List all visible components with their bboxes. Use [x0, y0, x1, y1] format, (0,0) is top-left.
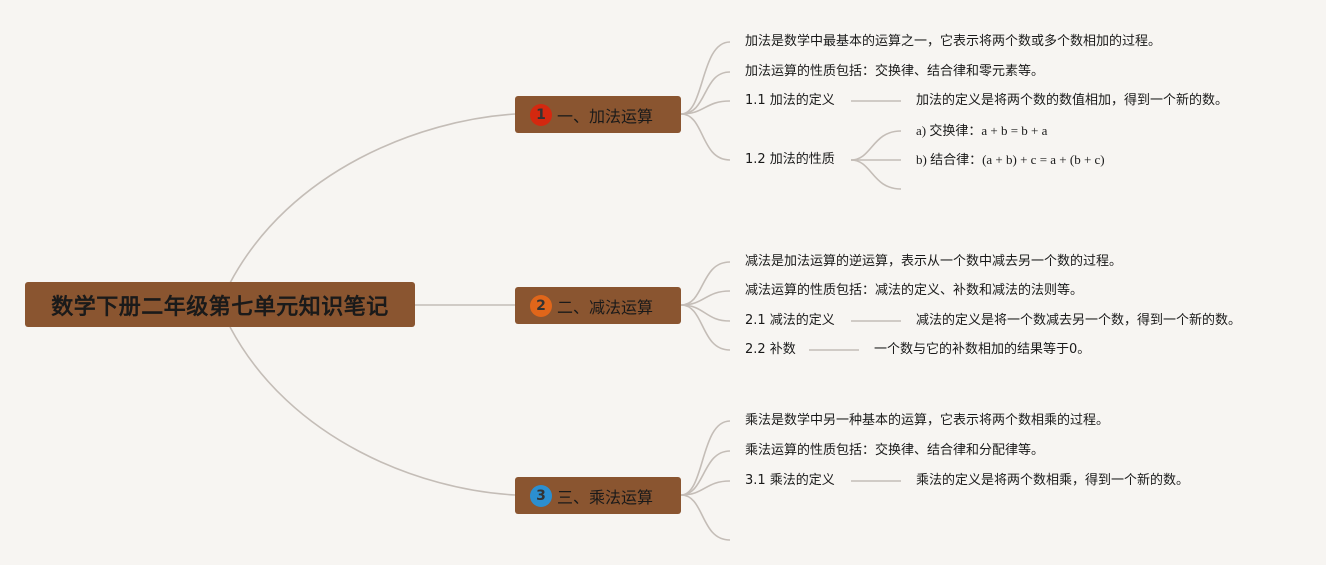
link-b1-prop-c	[850, 159, 902, 190]
leaf-complement[interactable]: 一个数与它的补数相加的结果等于0。	[874, 342, 1091, 357]
link-b2-item4	[680, 304, 731, 351]
link-b2-item1	[680, 261, 731, 306]
leaf-addition-intro[interactable]: 加法是数学中最基本的运算之一，它表示将两个数或多个数相加的过程。	[745, 34, 1162, 49]
leaf-addition-property-heading[interactable]: 1.2 加法的性质	[745, 152, 835, 167]
link-b3-item1	[680, 420, 731, 496]
leaf-complement-heading[interactable]: 2.2 补数	[745, 342, 796, 357]
branch-subtraction[interactable]: 2 二、减法运算	[515, 287, 681, 324]
number-badge-2: 2	[530, 294, 552, 317]
leaf-subtraction-definition[interactable]: 减法的定义是将一个数减去另一个数，得到一个新的数。	[916, 313, 1242, 328]
leaf-addition-properties[interactable]: 加法运算的性质包括：交换律、结合律和零元素等。	[745, 64, 1045, 79]
link-root-branch1	[229, 113, 516, 284]
link-b1-prop-a	[850, 130, 902, 161]
leaf-subtraction-properties[interactable]: 减法运算的性质包括：减法的定义、补数和减法的法则等。	[745, 283, 1084, 298]
link-root-branch3	[229, 326, 516, 496]
leaf-multiplication-definition[interactable]: 乘法的定义是将两个数相乘，得到一个新的数。	[916, 473, 1190, 488]
branch-label: 一、加法运算	[557, 106, 654, 126]
link-b3-item4	[680, 494, 731, 541]
leaf-multiplication-properties[interactable]: 乘法运算的性质包括：交换律、结合律和分配律等。	[745, 443, 1045, 458]
root-topic[interactable]: 数学下册二年级第七单元知识笔记	[25, 282, 415, 327]
branch-label: 二、减法运算	[557, 297, 654, 317]
link-b1-item4	[680, 113, 731, 161]
link-b1-item3	[680, 100, 731, 115]
link-b3-item3	[680, 480, 731, 496]
leaf-subtraction-intro[interactable]: 减法是加法运算的逆运算，表示从一个数中减去另一个数的过程。	[745, 254, 1123, 269]
leaf-commutative-law[interactable]: a) 交换律：a + b = b + a	[916, 123, 1048, 138]
branch-label: 三、乘法运算	[557, 487, 654, 507]
link-b1-item1	[680, 41, 731, 115]
number-badge-1: 1	[530, 103, 552, 126]
link-b3-item2	[680, 450, 731, 496]
branch-multiplication[interactable]: 3 三、乘法运算	[515, 477, 681, 514]
root-title: 数学下册二年级第七单元知识笔记	[51, 294, 389, 320]
number-badge-3: 3	[530, 484, 552, 507]
leaf-multiplication-intro[interactable]: 乘法是数学中另一种基本的运算，它表示将两个数相乘的过程。	[745, 413, 1110, 428]
branch-addition[interactable]: 1 一、加法运算	[515, 96, 681, 133]
leaf-associative-law[interactable]: b) 结合律：(a + b) + c = a + (b + c)	[916, 152, 1105, 167]
leaf-addition-definition-heading[interactable]: 1.1 加法的定义	[745, 93, 835, 108]
leaf-addition-definition[interactable]: 加法的定义是将两个数的数值相加，得到一个新的数。	[916, 93, 1229, 108]
leaf-multiplication-definition-heading[interactable]: 3.1 乘法的定义	[745, 473, 835, 488]
leaf-subtraction-definition-heading[interactable]: 2.1 减法的定义	[745, 313, 835, 328]
